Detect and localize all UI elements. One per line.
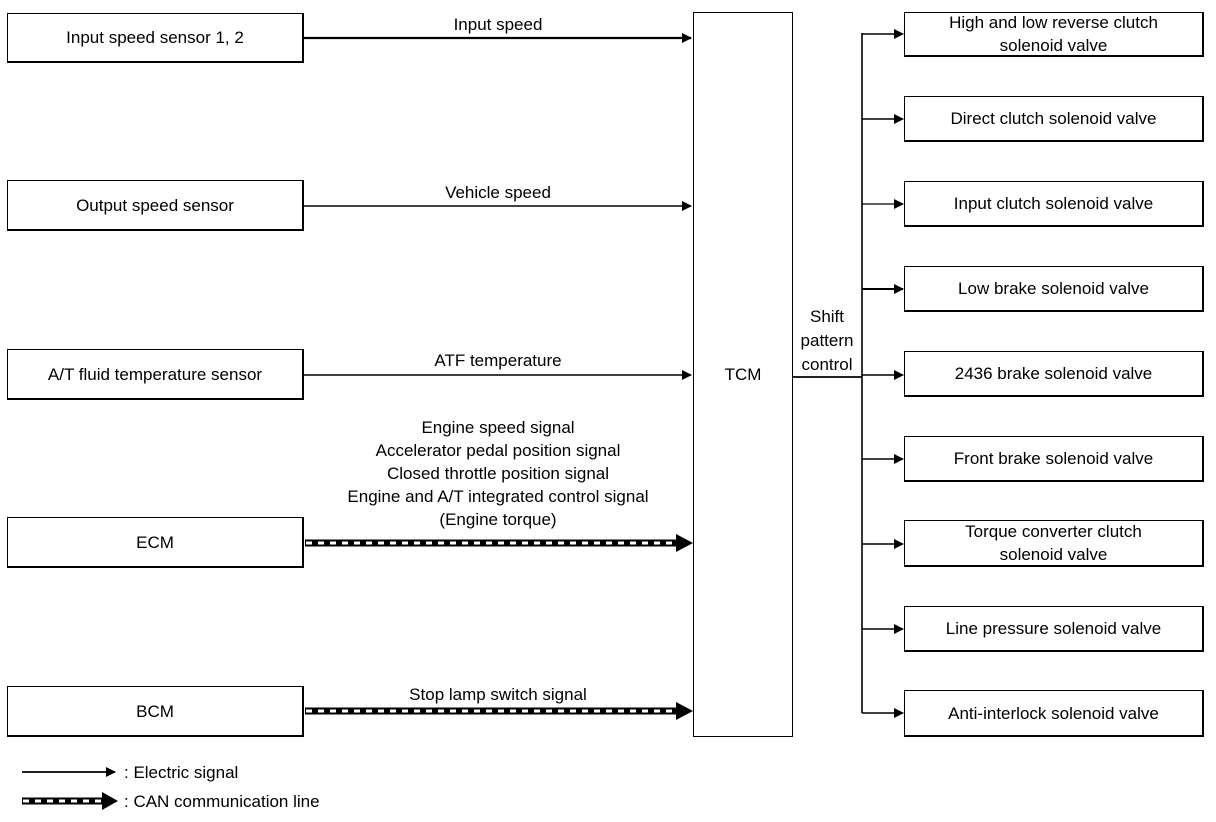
- atf-temperature-sensor-box: A/T fluid temperature sensor: [7, 349, 304, 400]
- output-box-high-low-reverse-clutch: High and low reverse clutch solenoid val…: [904, 12, 1204, 57]
- bcm-box: BCM: [7, 686, 304, 737]
- shift-pattern-control-label: Shift pattern control: [800, 307, 854, 374]
- ecm-label: ECM: [136, 532, 174, 552]
- output-box-input-clutch: Input clutch solenoid valve: [904, 181, 1204, 227]
- input-speed-sensor-box: Input speed sensor 1, 2: [7, 13, 304, 63]
- output-box-direct-clutch: Direct clutch solenoid valve: [904, 96, 1204, 142]
- output-speed-sensor-box: Output speed sensor: [7, 180, 304, 231]
- legend-can-arrow: [22, 792, 118, 810]
- legend-electric-text: : Electric signal: [124, 763, 239, 782]
- signal-input-speed: Input speed: [453, 15, 543, 34]
- output-box-2436-brake: 2436 brake solenoid valve: [904, 351, 1204, 397]
- legend-can-text: : CAN communication line: [124, 792, 320, 811]
- output-box-torque-converter-clutch: Torque converter clutch solenoid valve: [904, 520, 1204, 567]
- output-box-low-brake: Low brake solenoid valve: [904, 266, 1204, 312]
- tcm-label: TCM: [724, 365, 762, 384]
- can-line-ecm: [305, 534, 693, 552]
- can-line-bcm: [305, 702, 693, 720]
- signal-atf-temperature: ATF temperature: [434, 351, 562, 370]
- ecm-box: ECM: [7, 517, 304, 568]
- atf-temperature-sensor-label: A/T fluid temperature sensor: [47, 364, 263, 384]
- signal-ecm: Engine speed signal Accelerator pedal po…: [347, 418, 649, 529]
- output-speed-sensor-label: Output speed sensor: [76, 195, 234, 215]
- input-speed-sensor-label: Input speed sensor 1, 2: [66, 28, 244, 47]
- output-box-front-brake: Front brake solenoid valve: [904, 436, 1204, 482]
- signal-vehicle-speed: Vehicle speed: [445, 183, 551, 202]
- output-box-anti-interlock: Anti-interlock solenoid valve: [904, 690, 1204, 737]
- tcm-box: TCM: [693, 12, 793, 737]
- signal-bcm: Stop lamp switch signal: [409, 685, 587, 704]
- bcm-label: BCM: [136, 701, 174, 721]
- output-box-line-pressure: Line pressure solenoid valve: [904, 606, 1204, 652]
